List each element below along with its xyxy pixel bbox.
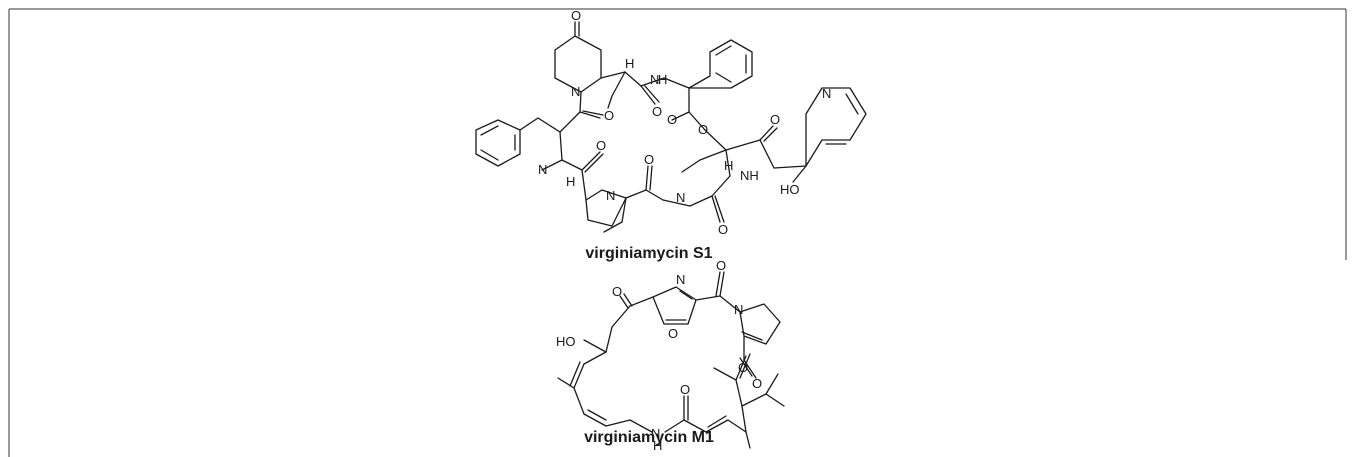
s1-atom-label: N bbox=[571, 84, 580, 99]
m1-atom-label: O bbox=[716, 258, 726, 273]
s1-atom-label: O bbox=[652, 104, 662, 119]
s1-atom-label: N bbox=[822, 86, 831, 101]
s1-atom-label: NH bbox=[740, 168, 759, 183]
m1-atom-label: O bbox=[738, 360, 748, 375]
s1-atom-label: HO bbox=[780, 182, 800, 197]
s1-atom-label: N bbox=[650, 72, 659, 87]
m1-atom-label: N bbox=[734, 302, 743, 317]
structure-virginiamycin-m1: O N O O N HO O O N H O virginiamycin M1 bbox=[556, 258, 785, 453]
s1-atom-label: O bbox=[718, 222, 728, 237]
s1-atom-label: H bbox=[658, 72, 667, 87]
s1-atom-label: N bbox=[606, 188, 615, 203]
s1-atom-label: O bbox=[571, 8, 581, 23]
s1-atom-label: N bbox=[676, 190, 685, 205]
m1-atom-label: O bbox=[668, 326, 678, 341]
m1-atom-label: N bbox=[651, 426, 660, 441]
m1-atom-label: HO bbox=[556, 334, 576, 349]
m1-atom-label: N bbox=[676, 272, 685, 287]
s1-atom-label: H bbox=[724, 158, 733, 173]
m1-bonds bbox=[557, 271, 785, 449]
s1-atom-label: H bbox=[566, 174, 575, 189]
s1-atom-label: O bbox=[698, 122, 708, 137]
m1-atom-label: O bbox=[612, 284, 622, 299]
m1-atom-label: H bbox=[653, 438, 662, 453]
s1-atom-label: O bbox=[770, 112, 780, 127]
s1-bonds bbox=[475, 21, 867, 233]
figure-border bbox=[8, 8, 1347, 457]
s1-atom-label: O bbox=[604, 108, 614, 123]
m1-atom-label: O bbox=[752, 376, 762, 391]
s1-atom-labels: O H N H N O O O O O N N N H O O N NH HO … bbox=[538, 8, 831, 237]
s1-atom-label: H bbox=[625, 56, 634, 71]
m1-atom-label: O bbox=[680, 382, 690, 397]
s1-caption: virginiamycin S1 bbox=[585, 245, 712, 262]
s1-atom-label: O bbox=[667, 112, 677, 127]
s1-atom-label: O bbox=[644, 152, 654, 167]
m1-atom-labels: O N O O N HO O O N H O bbox=[556, 258, 762, 453]
m1-caption: virginiamycin M1 bbox=[584, 429, 714, 446]
s1-atom-label: O bbox=[596, 138, 606, 153]
structure-virginiamycin-s1: O H N H N O O O O O N N N H O O N NH HO … bbox=[475, 8, 867, 262]
s1-atom-label: N bbox=[538, 162, 547, 177]
